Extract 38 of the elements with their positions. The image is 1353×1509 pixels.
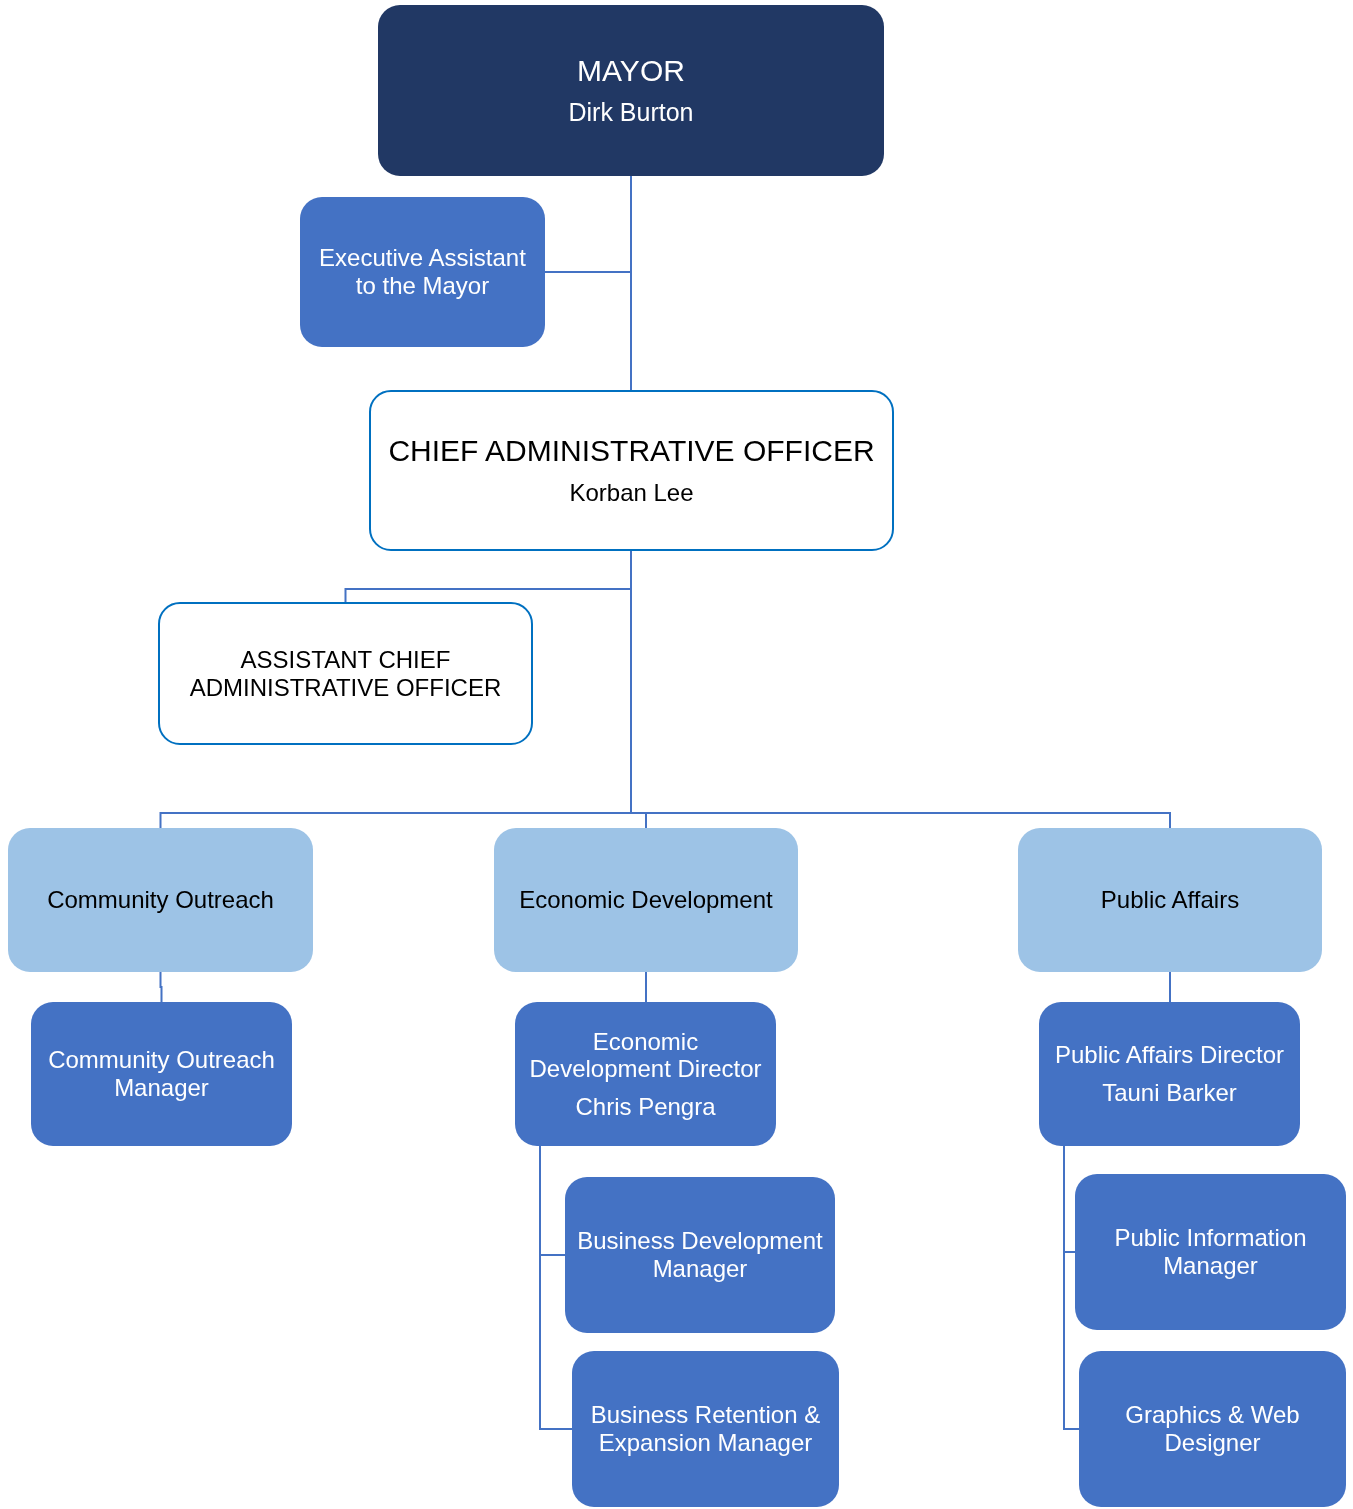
node-title: CHIEF ADMINISTRATIVE OFFICER <box>388 434 875 469</box>
connector-line <box>1063 1145 1080 1430</box>
director-box <box>1039 1002 1300 1146</box>
connector-line <box>645 971 647 1003</box>
node-title: Graphics & Web Designer <box>1124 1401 1301 1457</box>
staff-box <box>1075 1174 1346 1330</box>
node-title: Business Retention & Expansion Manager <box>589 1401 822 1457</box>
officer-box <box>158 602 533 745</box>
connector-line <box>630 175 632 391</box>
node-title: Executive Assistant to the Mayor <box>318 244 527 300</box>
department-box <box>8 828 313 972</box>
department-box <box>1018 828 1322 972</box>
node-title: Public Affairs <box>1100 886 1240 914</box>
node-title: MAYOR <box>577 53 685 89</box>
director-box <box>515 1002 776 1146</box>
person-name: Dirk Burton <box>568 98 694 128</box>
person-name: Tauni Barker <box>1102 1079 1237 1107</box>
node-title: Community Outreach Manager <box>47 1046 276 1102</box>
leader-box <box>378 5 884 176</box>
department-box <box>494 828 798 972</box>
node-title: Business Development Manager <box>576 1227 824 1283</box>
node-title: Economic Development Director <box>528 1027 763 1083</box>
staff-box <box>572 1351 839 1507</box>
node-title: Public Information Manager <box>1113 1224 1308 1280</box>
connector-line <box>1169 971 1171 1003</box>
node-title: Economic Development <box>519 886 773 914</box>
node-title: Public Affairs Director <box>1055 1041 1284 1069</box>
node-title: Community Outreach <box>47 886 274 914</box>
connector-line <box>539 1145 573 1430</box>
officer-box <box>369 390 894 551</box>
staff-box <box>565 1177 835 1333</box>
person-name: Chris Pengra <box>575 1092 716 1121</box>
person-name: Korban Lee <box>569 478 694 507</box>
staff-box <box>31 1002 292 1146</box>
staff-box <box>300 197 545 347</box>
staff-box <box>1079 1351 1346 1507</box>
node-title: ASSISTANT CHIEF ADMINISTRATIVE OFFICER <box>188 645 503 702</box>
connector-line <box>159 971 163 1003</box>
